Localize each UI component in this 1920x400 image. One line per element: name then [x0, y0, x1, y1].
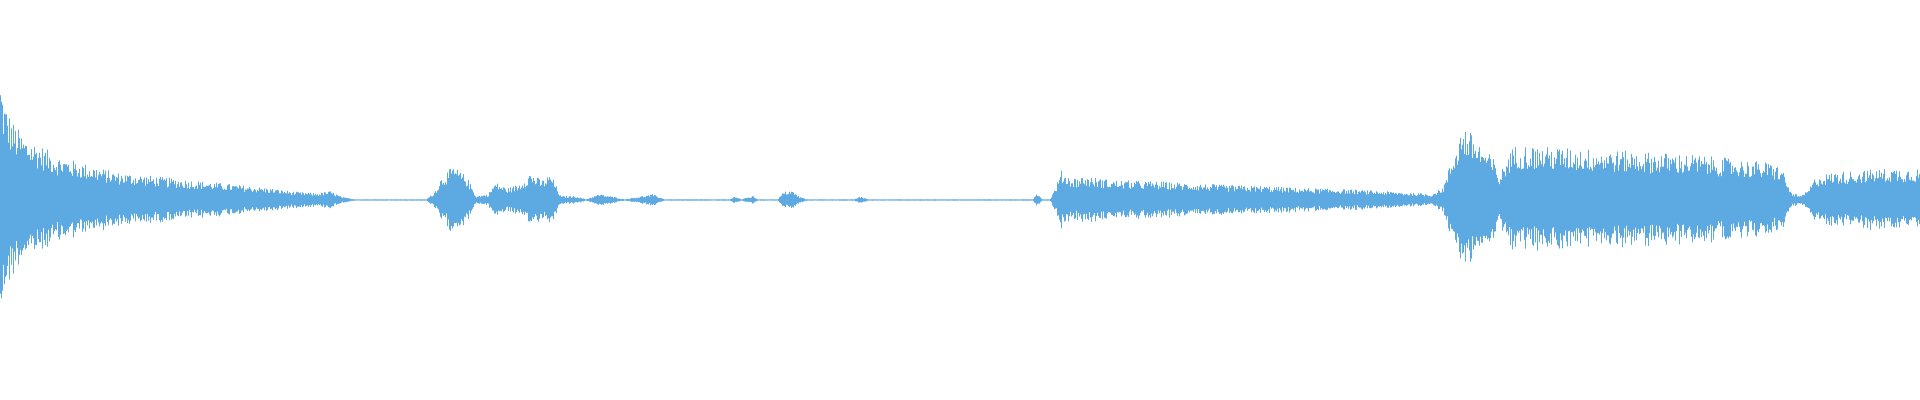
- waveform-peaks: [0, 95, 1920, 299]
